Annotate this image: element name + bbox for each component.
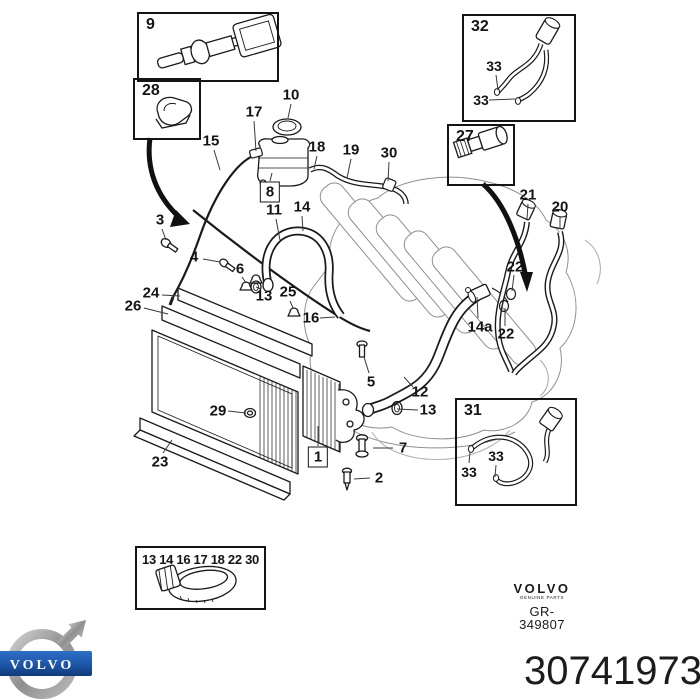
brand-subtitle: GENUINE PARTS	[519, 595, 565, 600]
part-callout-12: 12	[411, 383, 429, 401]
part-callout-33: 33	[486, 58, 502, 74]
part-callout-5: 5	[366, 373, 376, 391]
part-callout-14a: 14a	[467, 318, 493, 336]
part-callout-17: 17	[245, 103, 263, 121]
part-callout-10: 10	[282, 86, 300, 104]
brand-name: VOLVO	[513, 581, 571, 596]
part-callout-6: 6	[235, 260, 245, 278]
brand-block: VOLVO GENUINE PARTS GR-349807	[508, 582, 576, 631]
part-callout-7: 7	[398, 439, 408, 457]
part-callout-16: 16	[302, 309, 320, 327]
part-callout-26: 26	[124, 297, 142, 315]
inset-box-clamp-label: 13 14 16 17 18 22 30	[142, 552, 259, 567]
part-callout-13: 13	[419, 401, 437, 419]
part-callout-15: 15	[202, 132, 220, 150]
part-callout-20: 20	[551, 198, 569, 216]
part-callout-24: 24	[142, 284, 160, 302]
inset-box-clamp: 13 14 16 17 18 22 30	[135, 546, 266, 610]
part-callout-14: 14	[293, 198, 311, 216]
part-callout-19: 19	[342, 141, 360, 159]
inset-box-31: 31	[455, 398, 577, 506]
inset-box-27-label: 27	[456, 128, 474, 145]
part-callout-29: 29	[209, 402, 227, 420]
part-callout-18: 18	[308, 138, 326, 156]
part-callout-30: 30	[380, 144, 398, 162]
part-callout-33: 33	[488, 448, 504, 464]
brand-code: GR-349807	[519, 603, 565, 632]
part-callout-22: 22	[497, 325, 515, 343]
inset-box-9: 9	[137, 12, 279, 82]
part-number: 30741973	[524, 649, 700, 693]
part-callout-22: 22	[506, 258, 524, 276]
part-callout-11: 11	[266, 201, 282, 219]
part-callout-13: 13	[255, 287, 273, 305]
part-callout-3: 3	[155, 211, 165, 229]
inset-box-27: 27	[447, 124, 515, 186]
inset-box-32: 32	[462, 14, 576, 122]
part-callout-25: 25	[279, 283, 297, 301]
part-callout-23: 23	[151, 453, 169, 471]
inset-box-31-label: 31	[464, 402, 482, 419]
part-callout-33: 33	[473, 92, 489, 108]
inset-box-9-label: 9	[146, 16, 155, 33]
part-callout-33: 33	[461, 464, 477, 480]
part-callout-4: 4	[189, 248, 199, 266]
inset-box-32-label: 32	[471, 18, 489, 35]
inset-box-28-label: 28	[142, 82, 160, 99]
part-callout-2: 2	[374, 469, 384, 487]
inset-box-28: 28	[133, 78, 201, 140]
part-callout-8: 8	[259, 181, 281, 203]
part-callout-21: 21	[519, 186, 537, 204]
part-callout-1: 1	[307, 446, 329, 468]
